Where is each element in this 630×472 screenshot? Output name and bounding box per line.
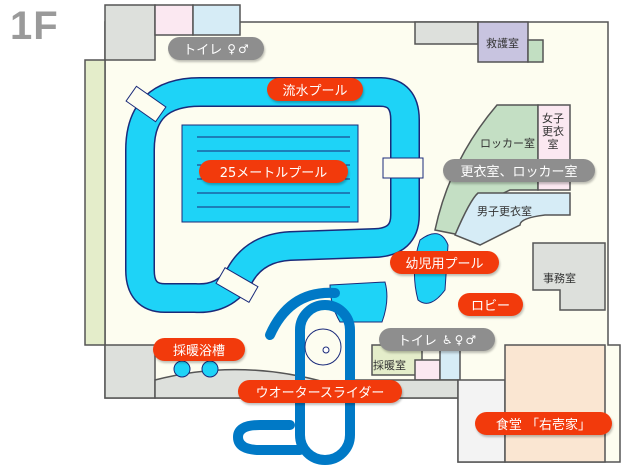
female-icon: ♀ bbox=[454, 332, 464, 347]
bridge bbox=[215, 267, 259, 303]
room-office: 事務室 bbox=[543, 272, 576, 285]
room-womens-changing: 女子 更衣 室 bbox=[542, 112, 564, 151]
bridge bbox=[382, 157, 424, 179]
label-warm-bath[interactable]: 採暖浴槽 bbox=[153, 338, 245, 361]
label-changing-locker[interactable]: 更衣室、ロッカー室 bbox=[443, 159, 595, 182]
male-icon: ♂ bbox=[238, 41, 249, 56]
label-toilet-lobby[interactable]: トイレ ♿♀♂ bbox=[379, 328, 495, 351]
floor-indicator: 1F bbox=[10, 4, 59, 48]
male-icon: ♂ bbox=[465, 332, 477, 347]
label-lobby[interactable]: ロビー bbox=[458, 293, 523, 316]
room-womens-changing-line: 室 bbox=[547, 138, 559, 151]
label-lazy-river[interactable]: 流水プール bbox=[267, 78, 363, 101]
room-locker: ロッカー室 bbox=[480, 137, 535, 150]
label-water-slider[interactable]: ウオータースライダー bbox=[238, 380, 402, 403]
pool-basin bbox=[329, 281, 388, 323]
bridge bbox=[125, 85, 167, 123]
spiral-stairs bbox=[304, 328, 342, 366]
room-womens-changing-line: 更衣 bbox=[542, 125, 564, 138]
label-toilet-top[interactable]: トイレ ♀♂ bbox=[168, 37, 264, 60]
label-text: トイレ bbox=[183, 43, 223, 58]
warm-bath-tub bbox=[173, 360, 191, 378]
female-icon: ♀ bbox=[227, 41, 237, 56]
label-restaurant[interactable]: 食堂 「右壱家」 bbox=[475, 412, 612, 435]
warm-bath-tub bbox=[201, 360, 219, 378]
room-womens-changing-line: 女子 bbox=[542, 112, 564, 125]
room-first-aid: 救護室 bbox=[486, 37, 519, 50]
label-25m-pool[interactable]: 25メートルプール bbox=[199, 160, 348, 183]
room-warming: 採暖室 bbox=[373, 359, 406, 372]
label-text: トイレ bbox=[397, 334, 437, 349]
label-kids-pool[interactable]: 幼児用プール bbox=[390, 251, 499, 274]
wheelchair-icon: ♿ bbox=[441, 332, 453, 347]
room-mens-changing: 男子更衣室 bbox=[477, 205, 532, 218]
